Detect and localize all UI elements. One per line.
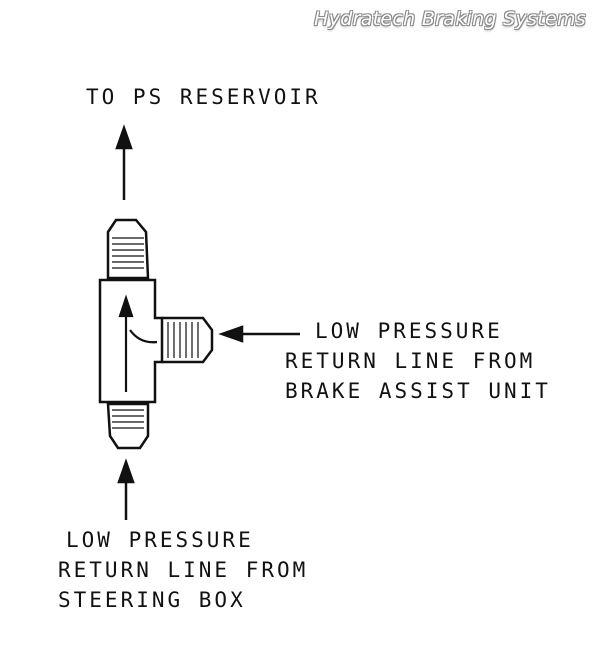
label-steering-box-line3: STEERING BOX [58, 588, 246, 612]
label-steering-box: LOW PRESSURE RETURN LINE FROM STEERING B… [58, 525, 308, 615]
arrow-from-steering-box [117, 458, 135, 520]
side-threaded-port [162, 316, 214, 364]
label-to-reservoir-text: TO PS RESERVOIR [86, 85, 321, 109]
label-steering-box-line1: LOW PRESSURE [66, 528, 254, 552]
label-to-reservoir: TO PS RESERVOIR [86, 82, 321, 112]
watermark-text: Hydratech Braking Systems [314, 8, 586, 30]
label-brake-assist-line1: LOW PRESSURE [315, 319, 503, 343]
top-threaded-port [106, 218, 150, 280]
label-steering-box-line2: RETURN LINE FROM [58, 558, 309, 582]
label-brake-assist-line3: BRAKE ASSIST UNIT [285, 379, 551, 403]
arrow-from-brake-assist [218, 325, 300, 343]
internal-flow-arrow [118, 294, 158, 392]
label-brake-assist: LOW PRESSURE RETURN LINE FROM BRAKE ASSI… [285, 316, 551, 406]
bottom-threaded-port [106, 402, 150, 450]
tee-body [98, 278, 164, 404]
label-brake-assist-line2: RETURN LINE FROM [285, 349, 536, 373]
arrow-to-reservoir [115, 124, 133, 200]
